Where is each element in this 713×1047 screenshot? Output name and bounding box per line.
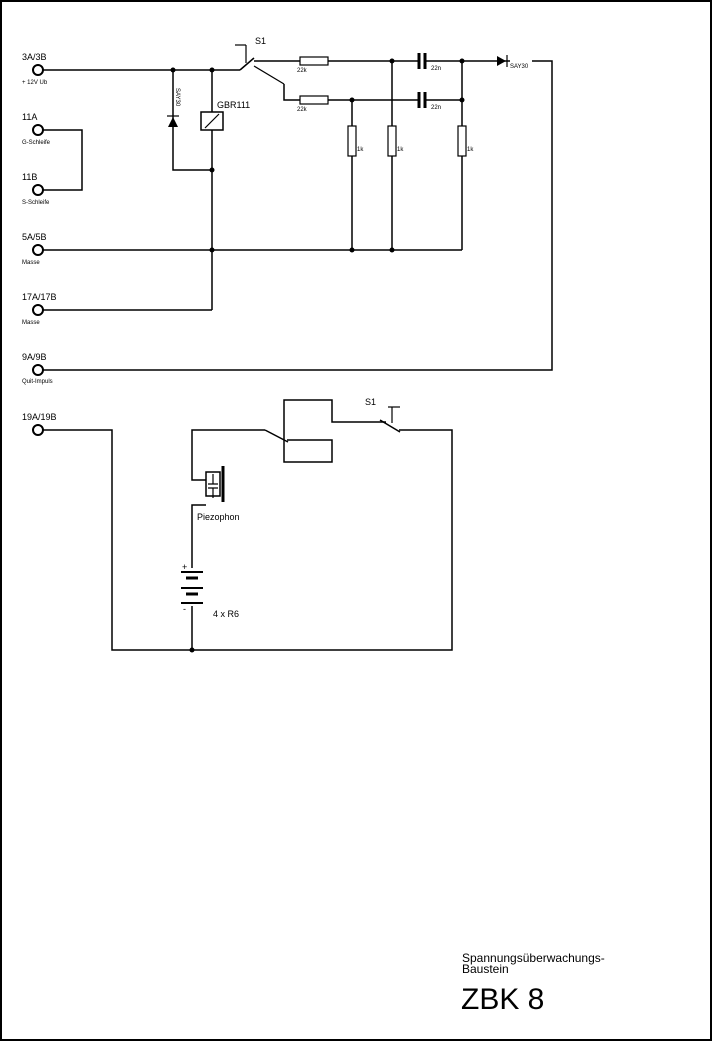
resistor-22k-lower: 22k [297, 95, 329, 113]
svg-text:SAY30: SAY30 [510, 64, 529, 70]
wiring [43, 60, 553, 371]
switch-s1-top: S1 [235, 36, 285, 85]
relay-label: GBR111 [217, 100, 250, 110]
piezo-buzzer: Piezophon [197, 466, 240, 522]
svg-text:G-Schleife: G-Schleife [22, 140, 51, 146]
svg-text:5A/5B: 5A/5B [22, 232, 47, 242]
title-line-2: Baustein [462, 962, 509, 976]
terminal-9a9b: 9A/9B Quit-Impuls [22, 352, 53, 385]
capacitor-22n-lower: 22n [417, 92, 441, 111]
terminal-5a5b: 5A/5B Masse [22, 232, 47, 266]
svg-text:Quit-Impuls: Quit-Impuls [22, 379, 53, 385]
svg-text:17A/17B: 17A/17B [22, 292, 57, 302]
terminal-11a: 11A G-Schleife [22, 112, 51, 146]
resistor-vertical-2: 1k [387, 125, 404, 157]
svg-text:3A/3B: 3A/3B [22, 52, 47, 62]
svg-text:22n: 22n [431, 105, 441, 111]
terminal-17a17b: 17A/17B Masse [22, 292, 57, 326]
svg-text:+ 12V Ub: + 12V Ub [22, 80, 48, 86]
svg-text:22k: 22k [297, 107, 308, 113]
svg-text:Masse: Masse [22, 320, 40, 326]
switch-label-bottom: S1 [365, 397, 376, 407]
resistor-vertical-1: 1k [347, 125, 364, 157]
svg-text:S-Schleife: S-Schleife [22, 200, 50, 206]
svg-text:1k: 1k [397, 147, 404, 153]
svg-text:9A/9B: 9A/9B [22, 352, 47, 362]
svg-text:22n: 22n [431, 66, 441, 72]
resistor-vertical-3: 1k [457, 125, 474, 157]
svg-text:SAY30: SAY30 [174, 88, 180, 107]
terminal-11b: 11B S-Schleife [22, 172, 50, 206]
svg-text:Masse: Masse [22, 260, 40, 266]
battery-4xr6: + - 4 x R6 [181, 560, 239, 619]
diode-protection: SAY30 [167, 88, 180, 127]
title-line-1: Spannungsüberwachungs- [462, 951, 605, 965]
svg-text:11A: 11A [22, 112, 37, 122]
capacitor-22n-upper: 22n [417, 53, 441, 72]
svg-text:22k: 22k [297, 68, 308, 74]
svg-text:19A/19B: 19A/19B [22, 412, 57, 422]
svg-text:1k: 1k [357, 147, 364, 153]
module-name: ZBK 8 [461, 983, 544, 1016]
junction-dots [170, 58, 465, 653]
resistor-22k-upper: 22k [297, 56, 329, 74]
svg-text:11B: 11B [22, 172, 37, 182]
diode-output: SAY30 [497, 55, 529, 70]
svg-text:1k: 1k [467, 147, 474, 153]
battery-label: 4 x R6 [213, 609, 239, 619]
battery-plus: + [182, 562, 187, 572]
terminal-3a3b: 3A/3B + 12V Ub [22, 52, 48, 86]
title-block: Spannungsüberwachungs- Baustein ZBK 8 [461, 951, 605, 1016]
terminal-19a19b: 19A/19B [22, 412, 57, 436]
battery-minus: - [183, 604, 186, 614]
piezo-label: Piezophon [197, 512, 240, 522]
switch-label-top: S1 [255, 36, 266, 46]
relay-gbr111: GBR111 [200, 100, 250, 131]
alarm-circuit: S1 [43, 397, 453, 651]
